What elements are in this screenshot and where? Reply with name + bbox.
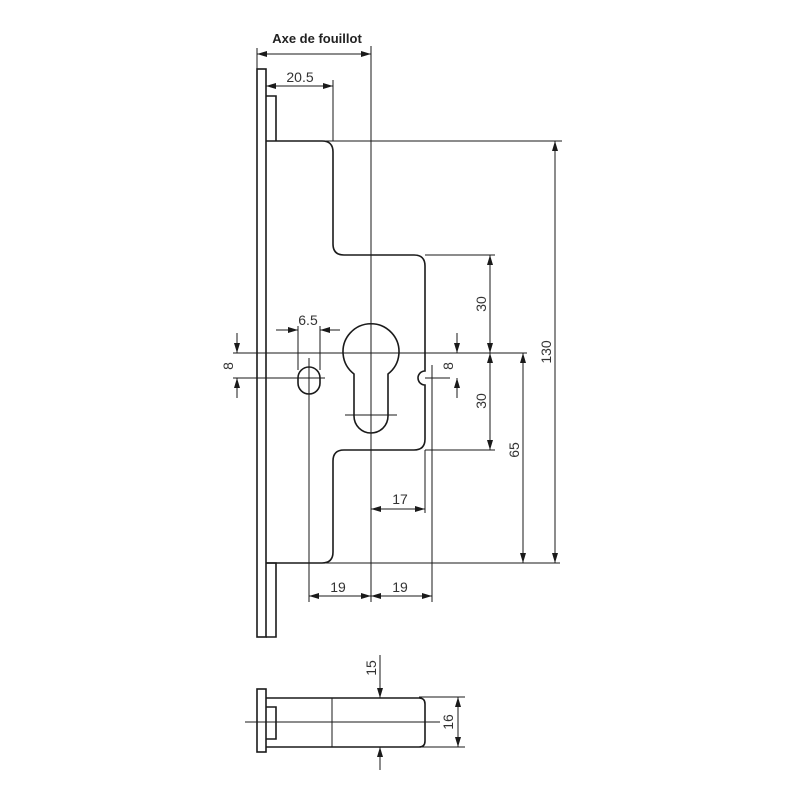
- bottom-view: 15 16: [245, 655, 465, 770]
- svg-text:130: 130: [538, 340, 554, 364]
- svg-text:8: 8: [220, 362, 236, 370]
- svg-text:16: 16: [440, 714, 456, 730]
- dimension-65-130: 65 130: [266, 140, 562, 564]
- dimension-17: 17: [371, 450, 426, 513]
- dimension-right-8: 8: [440, 333, 460, 398]
- svg-text:19: 19: [330, 579, 346, 595]
- svg-text:8: 8: [440, 362, 456, 370]
- dimension-left-8: 8: [220, 333, 240, 398]
- dimension-30-30: 30 30: [425, 254, 495, 451]
- svg-text:30: 30: [473, 393, 489, 409]
- dimension-6-5: 6.5: [276, 312, 340, 370]
- svg-text:19: 19: [392, 579, 408, 595]
- dimension-20-5: 20.5: [266, 69, 334, 141]
- lock-body-outline: [266, 140, 426, 564]
- spindle-axis-label: Axe de fouillot: [272, 31, 362, 46]
- svg-text:20.5: 20.5: [286, 69, 313, 85]
- svg-text:6.5: 6.5: [298, 312, 318, 328]
- svg-text:65: 65: [506, 442, 522, 458]
- svg-text:30: 30: [473, 296, 489, 312]
- svg-text:15: 15: [363, 660, 379, 676]
- cylinder-keyhole: [342, 322, 400, 434]
- spindle-axis-dimension: [256, 48, 371, 70]
- dimension-19-19: 19 19: [309, 579, 432, 599]
- svg-text:17: 17: [392, 491, 408, 507]
